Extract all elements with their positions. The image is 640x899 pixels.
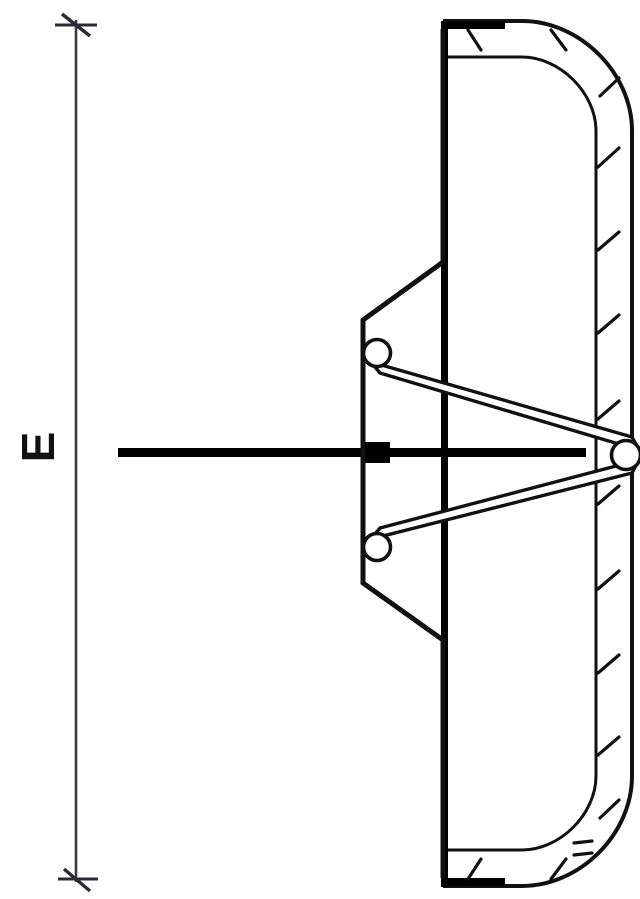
profile-inner-contour [443,55,598,852]
linkage-upper-bar [369,360,640,452]
dimension-tick-bottom [58,867,98,893]
centerline-group [118,442,586,463]
profile-bottom-flange-cap [443,878,505,886]
dimension-tick-top [55,12,97,38]
centerline-block-marker [363,442,390,463]
dimension-group [55,12,98,893]
joint-upper-pivot [361,337,393,369]
profile-left-flange [441,21,448,887]
joint-lower-pivot [361,531,393,563]
profile-top-flange-cap [443,21,505,29]
joint-right-pivot [609,438,640,472]
centerline-bar [118,448,586,457]
profile-hatch-marks [466,28,621,881]
linkage-group [361,337,640,563]
dimension-label-e: E [12,431,64,463]
linkage-lower-bar [369,458,640,541]
